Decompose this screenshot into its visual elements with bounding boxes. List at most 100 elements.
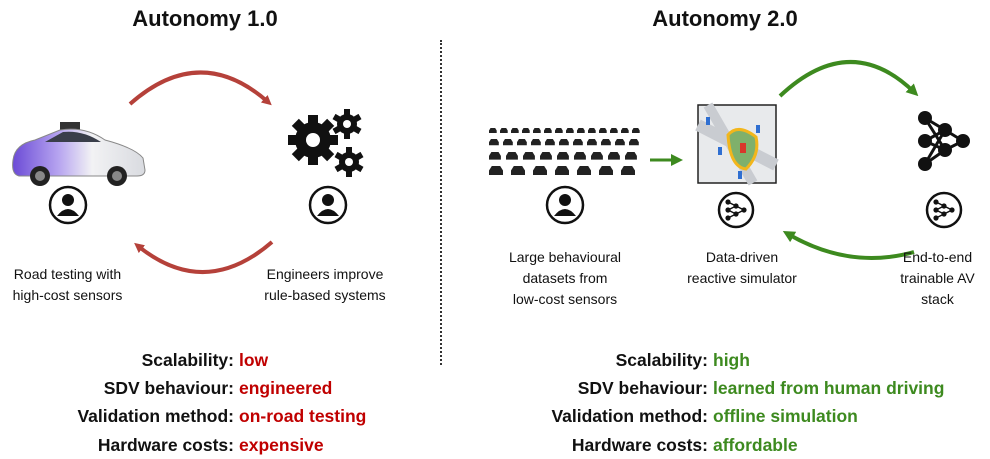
metric-validation-1: Validation method: [0, 406, 234, 427]
caption-line: Data-driven [705, 249, 779, 265]
network-badge-icon [925, 191, 963, 229]
traffic-dataset-icon [489, 128, 640, 175]
mini-car-icon [511, 166, 525, 175]
caption-engineers: Engineers improve rule-based systems [250, 264, 400, 306]
mini-car-icon [615, 139, 625, 146]
caption-line: datasets from [522, 270, 608, 286]
metric-scalability-1: Scalability: [0, 350, 234, 371]
simulator-image [695, 102, 779, 186]
mini-car-icon [511, 128, 519, 133]
mini-car-icon [599, 166, 613, 175]
metric-scalability-2-value: high [713, 350, 750, 371]
mini-car-icon [517, 139, 527, 146]
person-icon [308, 185, 348, 225]
metric-behaviour-2: SDV behaviour: [450, 378, 708, 399]
caption-line: trainable AV [900, 270, 975, 286]
mini-car-icon [573, 139, 583, 146]
person-icon [48, 185, 88, 225]
mini-car-icon [574, 152, 586, 160]
metric-validation-2-value: offline simulation [713, 406, 858, 427]
metric-label: Validation method: [551, 406, 708, 426]
mini-car-icon [610, 128, 618, 133]
autonomy2-title: Autonomy 2.0 [652, 6, 798, 31]
autonomy1-title: Autonomy 1.0 [132, 6, 278, 31]
mini-car-icon [632, 128, 640, 133]
mini-car-icon [625, 152, 637, 160]
metric-value: engineered [239, 378, 333, 398]
mini-car-icon [533, 166, 547, 175]
mini-car-icon [588, 128, 596, 133]
metric-validation-2: Validation method: [450, 406, 708, 427]
caption-simulator: Data-driven reactive simulator [672, 247, 812, 289]
mini-car-icon [544, 128, 552, 133]
mini-car-icon [506, 152, 518, 160]
caption-datasets: Large behavioural datasets from low-cost… [490, 247, 640, 310]
caption-line: Engineers improve [266, 266, 384, 282]
metric-hardware-1-value: expensive [239, 435, 324, 456]
metric-label: Validation method: [77, 406, 234, 426]
neural-network-icon [918, 111, 970, 171]
caption-road-testing: Road testing with high-cost sensors [0, 264, 135, 306]
mini-car-icon [555, 128, 563, 133]
caption-line: stack [921, 291, 954, 307]
mini-car-icon [533, 128, 541, 133]
mini-car-icon [577, 166, 591, 175]
caption-stack: End-to-end trainable AV stack [885, 247, 990, 310]
caption-line: reactive simulator [687, 270, 797, 286]
person-icon [545, 185, 585, 225]
mini-car-icon [489, 166, 503, 175]
metric-label: Hardware costs: [97, 435, 234, 455]
mini-car-icon [621, 166, 635, 175]
car-photo [12, 122, 146, 186]
mini-car-icon [489, 139, 499, 146]
gears-icon [288, 109, 364, 177]
network-badge-icon [717, 191, 755, 229]
metric-validation-1-value: on-road testing [239, 406, 366, 427]
mini-car-icon [522, 128, 530, 133]
mini-car-icon [523, 152, 535, 160]
mini-car-icon [599, 128, 607, 133]
caption-line: rule-based systems [264, 287, 386, 303]
caption-line: Road testing with [13, 266, 122, 282]
metric-hardware-2-value: affordable [713, 435, 798, 456]
mini-car-icon [557, 152, 569, 160]
mini-car-icon [559, 139, 569, 146]
mini-car-icon [591, 152, 603, 160]
mini-car-icon [555, 166, 569, 175]
metric-behaviour-1: SDV behaviour: [0, 378, 234, 399]
mini-car-icon [608, 152, 620, 160]
metric-value: affordable [713, 435, 798, 455]
mini-car-icon [587, 139, 597, 146]
mini-car-icon [500, 128, 508, 133]
mini-car-icon [566, 128, 574, 133]
mini-car-icon [621, 128, 629, 133]
mini-car-icon [540, 152, 552, 160]
metric-label: Scalability: [615, 350, 708, 370]
metric-value: expensive [239, 435, 324, 455]
metric-label: Scalability: [141, 350, 234, 370]
mini-car-icon [629, 139, 639, 146]
mini-car-icon [489, 128, 497, 133]
caption-line: high-cost sensors [12, 287, 123, 303]
section-divider [440, 40, 442, 365]
metric-scalability-1-value: low [239, 350, 268, 371]
metric-hardware-2: Hardware costs: [450, 435, 708, 456]
caption-line: low-cost sensors [512, 291, 618, 307]
mini-car-icon [577, 128, 585, 133]
metric-value: offline simulation [713, 406, 858, 426]
metric-behaviour-2-value: learned from human driving [713, 378, 944, 399]
mini-car-icon [545, 139, 555, 146]
caption-line: End-to-end [902, 249, 973, 265]
metric-value: on-road testing [239, 406, 367, 426]
mini-car-icon [489, 152, 501, 160]
metric-behaviour-1-value: engineered [239, 378, 332, 399]
metric-scalability-2: Scalability: [450, 350, 708, 371]
mini-car-icon [601, 139, 611, 146]
metric-label: SDV behaviour: [577, 378, 708, 398]
metric-value: low [239, 350, 269, 370]
metric-label: Hardware costs: [571, 435, 708, 455]
metric-value: learned from human driving [713, 378, 945, 398]
mini-car-icon [531, 139, 541, 146]
metric-hardware-1: Hardware costs: [0, 435, 234, 456]
caption-line: Large behavioural [508, 249, 622, 265]
